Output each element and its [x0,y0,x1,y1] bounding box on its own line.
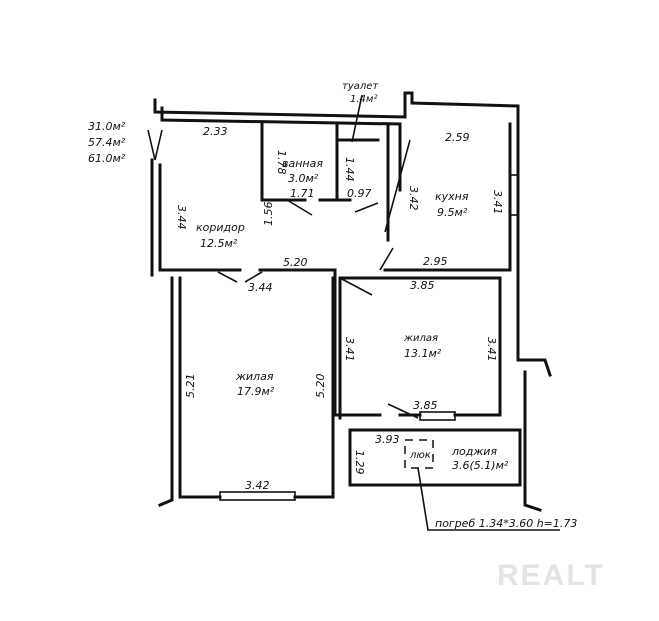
living-large-top-dim: 3.44 [248,281,273,294]
living-large-bottom-dim: 3.42 [245,479,270,492]
corridor-name: коридор [196,221,245,234]
total-area-1: 31.0м² [88,120,126,133]
total-area-2: 57.4м² [88,136,126,149]
corridor-area: 12.5м² [200,237,238,250]
loggia-length-dim: 3.93 [375,433,400,446]
kitchen-bottom-dim: 2.95 [423,255,448,268]
doors [147,129,419,419]
total-area-3: 61.0м² [88,152,126,165]
corridor-bottom-dim: 5.20 [283,256,308,269]
kitchen-left-dim: 3.42 [407,186,420,211]
corridor-top-dim: 2.33 [203,125,228,138]
bathroom-width-dim: 1.71 [290,187,315,200]
loggia-area: 3.6(5.1)м² [452,459,509,472]
living-small-name: жилая [403,333,438,344]
cellar-note: погреб 1.34*3.60 h=1.73 [435,517,577,530]
windows [219,174,519,501]
kitchen-area: 9.5м² [437,206,468,219]
corridor-inner-dim: 1.56 [262,202,275,227]
hatch-label: люк [409,450,431,461]
living-large-name: жилая [235,370,274,383]
loggia-depth-dim: 1.29 [353,450,366,475]
living-small-bottom-dim: 3.85 [413,399,438,412]
living-small-area: 13.1м² [404,347,442,360]
living-small-left-dim: 3.41 [343,337,356,362]
living-small-right-dim: 3.41 [485,337,498,362]
toilet-leader [351,94,363,143]
kitchen-name: кухня [435,190,469,203]
living-large-right-dim: 5.20 [314,374,327,399]
loggia-name: лоджия [451,445,497,458]
toilet-name: туалет [342,81,379,92]
corridor-left-dim: 3.44 [175,205,188,230]
bathroom-area: 3.0м² [288,172,319,185]
living-large-area: 17.9м² [237,385,275,398]
kitchen-right-dim: 3.41 [491,190,504,215]
living-large-left-dim: 5.21 [184,374,197,399]
bathroom-name: ванная [282,157,323,170]
watermark-logo: REALT [497,559,605,592]
cellar-leader [417,467,560,531]
walls [150,91,552,512]
toilet-depth-dim: 1.44 [343,157,356,182]
bathroom-depth-dim: 1.78 [275,150,288,175]
kitchen-top-dim: 2.59 [445,131,470,144]
living-small-top-dim: 3.85 [410,279,435,292]
toilet-width-dim: 0.97 [347,187,372,200]
hatch-box [404,439,434,469]
toilet-area: 1.4м² [350,94,377,105]
